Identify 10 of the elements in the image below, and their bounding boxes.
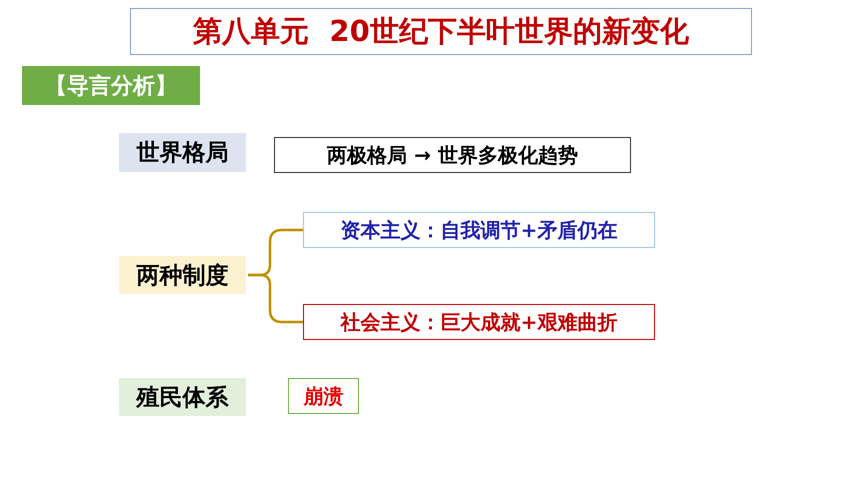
section-tag: 【导言分析】 [22, 66, 200, 105]
brace-line [248, 274, 303, 324]
topic-label: 世界格局 [119, 133, 246, 172]
content-box: 崩溃 [288, 378, 359, 414]
topic-label: 两种制度 [119, 256, 246, 294]
slide-title: 第八单元 20世纪下半叶世界的新变化 [130, 8, 752, 55]
content-box: 两极格局 → 世界多极化趋势 [274, 137, 631, 173]
content-box: 资本主义：自我调节+矛盾仍在 [303, 212, 655, 248]
topic-label: 殖民体系 [119, 378, 246, 416]
content-box: 社会主义：巨大成就+艰难曲折 [303, 304, 655, 340]
